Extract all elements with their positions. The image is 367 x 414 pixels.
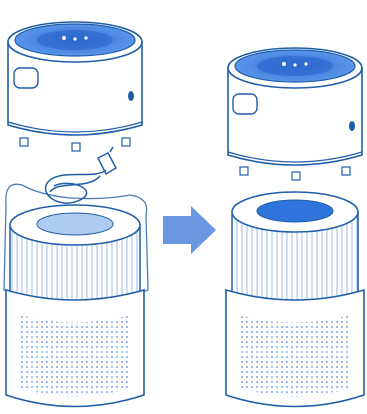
right-filter [232,192,358,302]
right-feet [240,167,350,180]
right-top-unit [228,48,362,180]
left-feet [20,138,130,151]
left-handle [14,68,38,88]
right-power-button [349,121,355,131]
power-cable-icon [46,147,116,203]
left-power-button [128,91,134,101]
right-arrow-icon [163,206,216,254]
right-handle [233,94,257,114]
left-top-unit [8,22,142,151]
right-base [226,290,364,407]
left-base [6,290,144,407]
